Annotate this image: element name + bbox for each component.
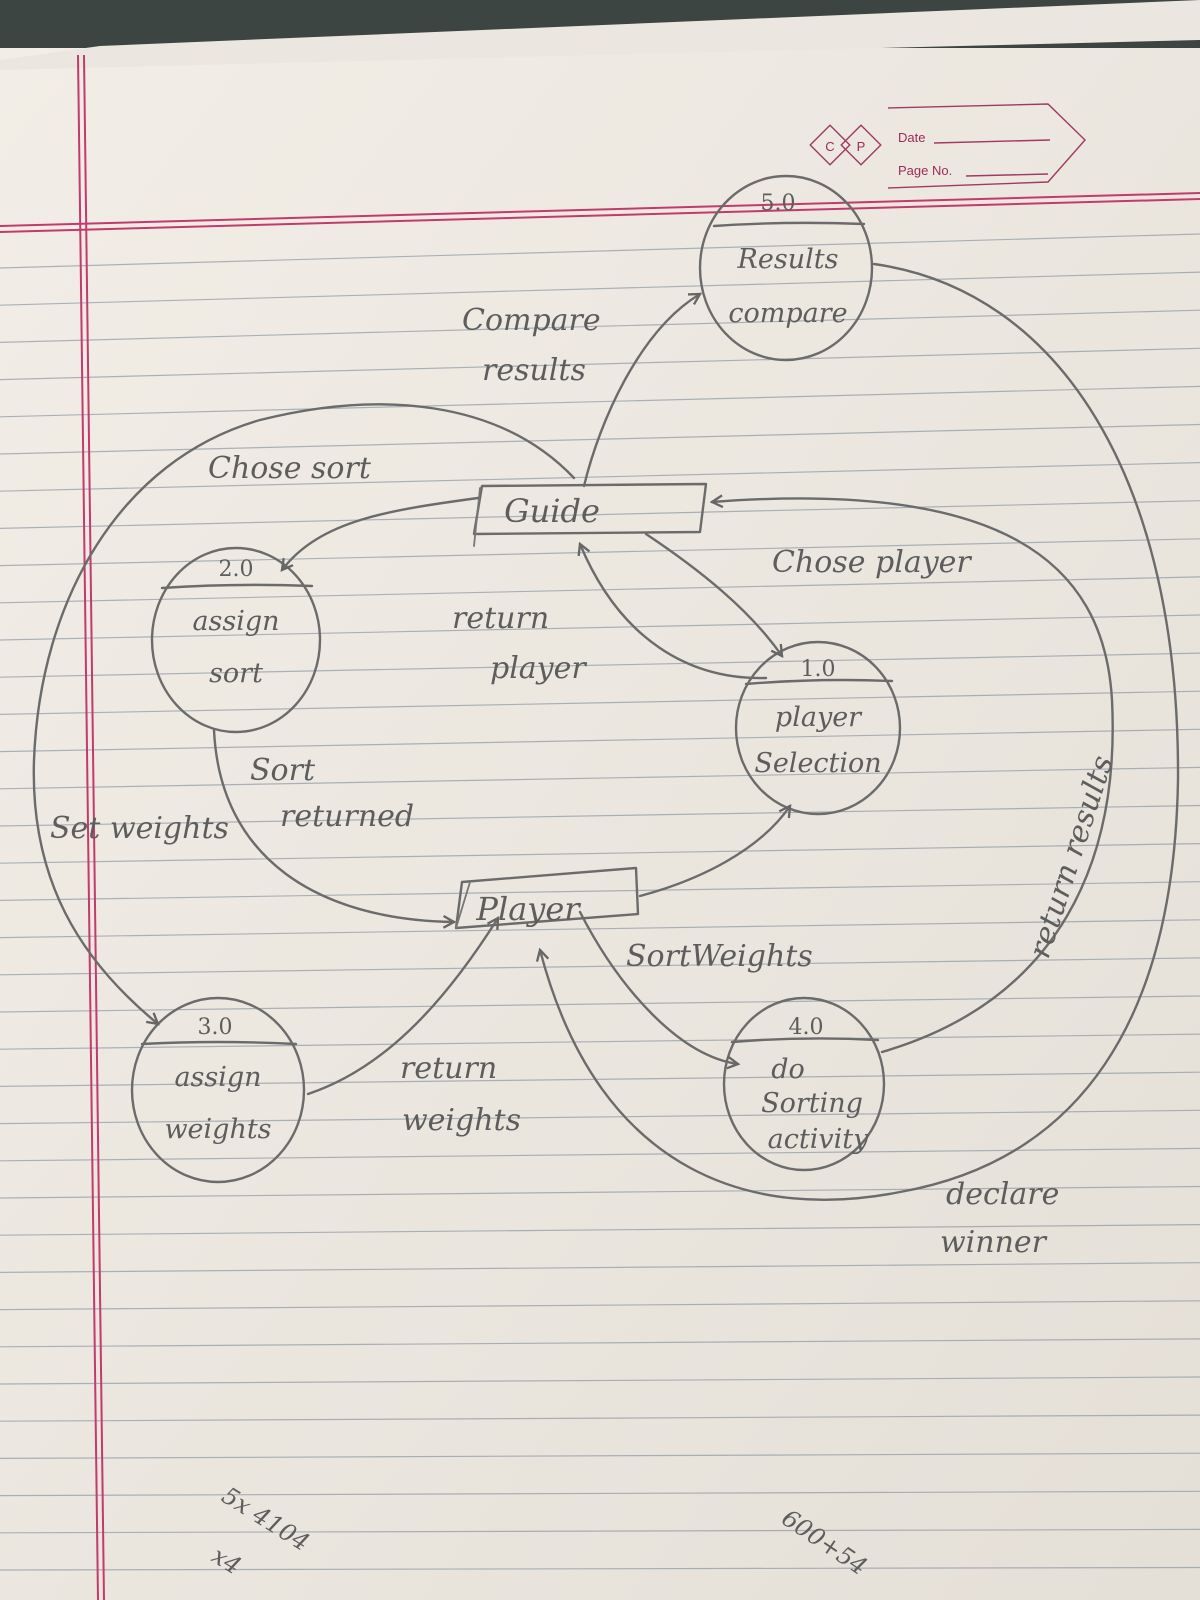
ruled-line: [0, 614, 1200, 641]
flow-label-return-player-1: return: [452, 601, 549, 636]
process-id: 2.0: [219, 557, 254, 582]
process-1-player-selection: 1.0 player Selection: [734, 640, 902, 816]
ruled-line: [0, 385, 1200, 418]
ruled-line: [0, 1147, 1200, 1162]
process-label-line2: sort: [209, 658, 263, 689]
process-3-assign-weights: 3.0 assign weights: [130, 996, 306, 1184]
flow-chose-sort: [282, 496, 480, 570]
process-label-line2: weights: [164, 1114, 271, 1145]
process-label-line3: activity: [768, 1124, 869, 1155]
ruled-line: [0, 804, 1200, 827]
ruled-line: [0, 1338, 1200, 1348]
ruled-line: [0, 1376, 1200, 1385]
flow-label-set-weights: Set weights: [50, 811, 229, 846]
ruled-line: [0, 652, 1200, 678]
flow-return-weights: [306, 918, 498, 1096]
flow-label-return-weights-1: return: [400, 1051, 497, 1086]
ruled-line: [0, 957, 1200, 976]
ruled-line: [0, 690, 1200, 715]
ruled-line: [0, 766, 1200, 790]
ruled-line: [0, 843, 1200, 864]
flow-label-chose-player: Chose player: [772, 545, 972, 580]
flow-compare-results: [582, 294, 700, 488]
process-id: 5.0: [761, 191, 796, 216]
entity-guide: Guide: [472, 482, 708, 547]
top-margin-line: [0, 192, 1200, 227]
flow-sort-returned: [212, 728, 454, 922]
paper-top-edge: [0, 0, 1200, 70]
ruled-line: [0, 309, 1200, 343]
ruled-line: [0, 1300, 1200, 1311]
process-label-line1: Results: [737, 244, 839, 275]
ruled-line: [0, 271, 1200, 306]
process-label-line2: Sorting: [761, 1088, 863, 1119]
ruled-line: [0, 347, 1200, 381]
flow-label-sort-weights: SortWeights: [626, 939, 813, 974]
ruled-line: [0, 1262, 1200, 1274]
process-label-line2: compare: [728, 298, 847, 329]
ruled-line: [0, 1490, 1200, 1497]
flow-label-declare-winner-2: winner: [940, 1225, 1048, 1260]
ruled-line: [0, 1414, 1200, 1422]
ruled-line: [0, 1528, 1200, 1534]
ruled-lines: [0, 233, 1200, 1571]
flow-label-declare-winner-1: declare: [946, 1177, 1059, 1212]
ruled-line: [0, 576, 1200, 604]
entity-guide-label: Guide: [504, 492, 600, 530]
process-label-line1: assign: [192, 606, 279, 637]
ruled-line: [0, 1033, 1200, 1050]
process-5-results-compare: 5.0 Results compare: [698, 174, 874, 362]
ruled-line: [0, 538, 1200, 567]
process-id: 3.0: [198, 1015, 233, 1040]
process-2-assign-sort: 2.0 assign sort: [150, 546, 322, 734]
left-margin-line-2: [83, 54, 105, 1600]
flow-chose-player: [644, 532, 782, 656]
flow-label-compare-results-2: results: [482, 353, 586, 388]
flow-return-results: [712, 498, 1114, 1054]
process-label-line2: Selection: [754, 748, 881, 779]
ruled-line: [0, 423, 1200, 455]
ruled-line: [0, 1566, 1200, 1571]
ruled-line: [0, 1452, 1200, 1460]
flow-set-weights: [32, 403, 576, 1024]
flow-sort-weights: [578, 910, 738, 1064]
process-label-line1: do: [771, 1054, 805, 1085]
logo-letter-c: C: [825, 139, 834, 154]
ruled-line: [0, 995, 1200, 1013]
ruled-line: [0, 462, 1200, 492]
ruled-line: [0, 1185, 1200, 1199]
process-label-line1: assign: [174, 1062, 261, 1093]
flow-player-to-selection: [638, 806, 790, 898]
ruled-line: [0, 233, 1200, 269]
date-pageno-box: Date Page No.: [887, 103, 1086, 189]
ruled-line: [0, 1109, 1200, 1125]
entity-player-label: Player: [475, 890, 581, 928]
logo-letter-p: P: [857, 139, 866, 154]
flow-declare-winner: [540, 262, 1180, 1201]
process-label-line1: player: [775, 702, 863, 733]
ruled-line: [0, 919, 1200, 939]
ruled-line: [0, 728, 1200, 753]
left-margin-line: [77, 54, 99, 1600]
ruled-line: [0, 881, 1200, 901]
flow-label-sort-returned-1: Sort: [250, 753, 316, 788]
flow-label-compare-results-1: Compare: [462, 303, 601, 338]
flow-label-chose-sort: Chose sort: [208, 451, 372, 486]
flow-label-return-weights-2: weights: [402, 1103, 521, 1138]
process-id: 1.0: [801, 657, 836, 682]
date-label: Date: [898, 130, 925, 145]
ruled-line: [0, 1071, 1200, 1087]
cp-logo: C P: [809, 124, 882, 166]
flow-return-player: [580, 544, 768, 680]
flow-label-sort-returned-2: returned: [280, 799, 414, 834]
ruled-line: [0, 1223, 1200, 1236]
top-margin-line-2: [0, 198, 1200, 233]
ruled-line: [0, 500, 1200, 529]
flow-label-return-player-2: player: [490, 651, 587, 686]
process-4-do-sorting: 4.0 do Sorting activity: [722, 996, 886, 1172]
process-id: 4.0: [789, 1015, 824, 1040]
page-no-label: Page No.: [898, 163, 952, 178]
